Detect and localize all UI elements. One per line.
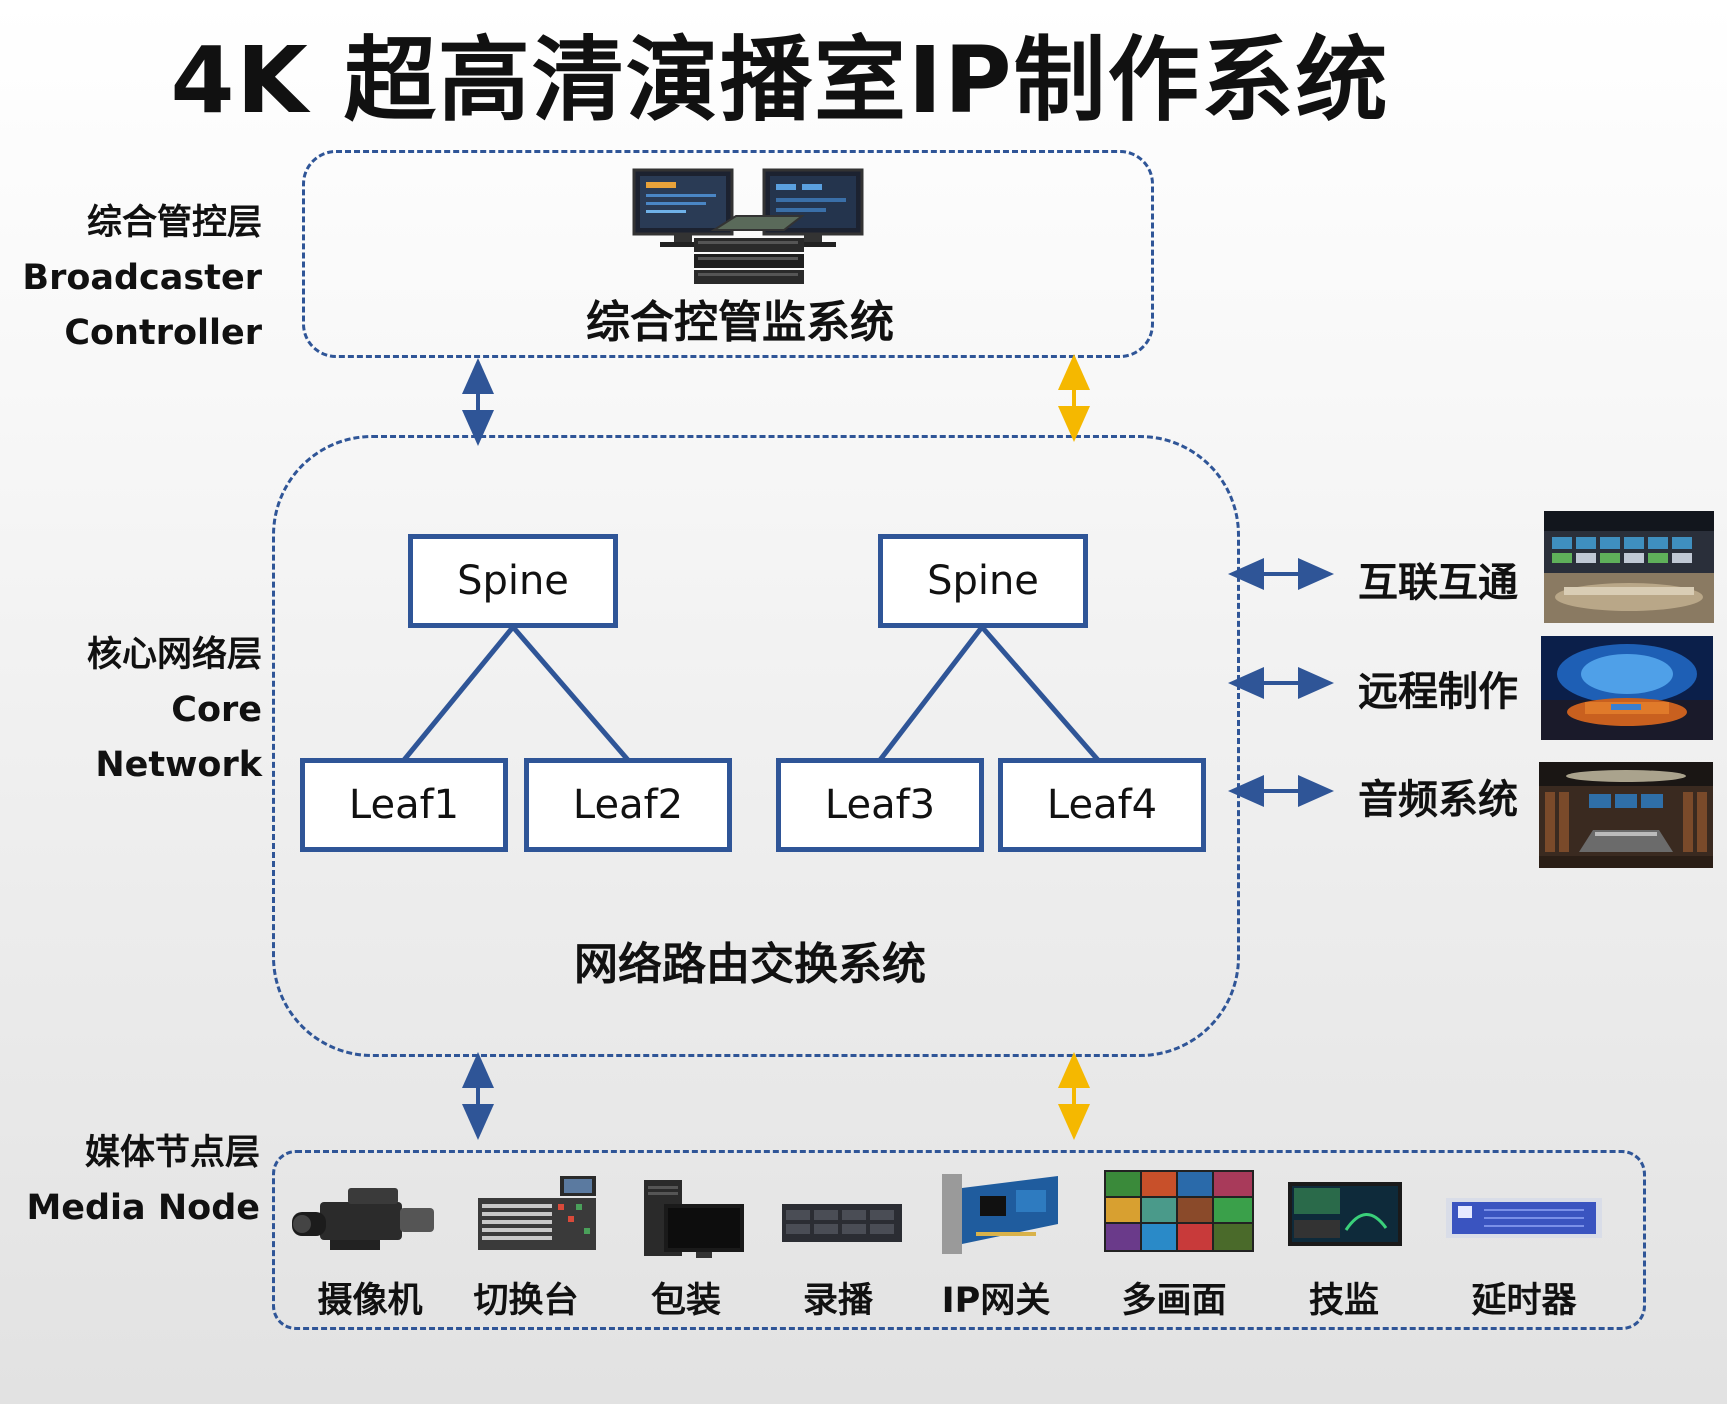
layer-label-control: 综合管控层 Broadcaster Controller [0,196,262,361]
layer-label-media: 媒体节点层 Media Node [0,1126,260,1236]
monitor-icon [1286,1180,1404,1248]
news-studio-photo [1541,636,1713,740]
layer-label-core-cn: 核心网络层 [86,635,262,675]
control-system-label: 综合控管监系统 [586,297,894,348]
gateway-card-icon [936,1170,1062,1258]
external-label-remote: 远程制作 [1358,669,1518,715]
leaf-node-2: Leaf2 [524,758,732,852]
layer-label-control-cn: 综合管控层 [86,203,262,243]
layer-label-media-cn: 媒体节点层 [84,1133,260,1173]
spine-node-1: Spine [408,534,618,628]
media-node-label-gateway: IP网关 [941,1281,1051,1321]
media-node-box [272,1150,1646,1330]
leaf-node-4: Leaf4 [998,758,1206,852]
media-node-label-switcher: 切换台 [473,1281,579,1321]
workstation-icon [642,1178,748,1260]
audio-studio-photo [1539,762,1713,868]
layer-label-control-en1: Broadcaster [22,258,262,298]
leaf-node-1: Leaf1 [300,758,508,852]
control-system-box [302,150,1154,358]
network-system-label: 网络路由交换系统 [574,939,926,990]
switcher-icon [476,1176,598,1252]
layer-label-core: 核心网络层 Core Network [0,628,262,793]
spine-node-2: Spine [878,534,1088,628]
media-node-label-graphics: 包装 [650,1281,721,1321]
layer-label-media-en: Media Node [26,1188,260,1228]
layer-label-control-en2: Controller [64,313,262,353]
external-label-interconnect: 互联互通 [1358,560,1518,606]
media-node-label-camera: 摄像机 [317,1281,423,1321]
media-node-label-delay: 延时器 [1471,1281,1577,1321]
network-system-box [272,435,1240,1057]
recorder-icon [780,1202,904,1244]
delay-unit-icon [1444,1196,1604,1240]
page-title: 4K 超高清演播室IP制作系统 [170,27,1390,134]
media-node-label-monitoring: 技监 [1308,1281,1379,1321]
camera-icon [290,1184,438,1254]
control-equipment-icon [632,168,864,286]
layer-label-core-en: Core Network [95,690,262,785]
external-label-audio: 音频系统 [1358,777,1518,823]
media-node-label-recorder: 录播 [802,1281,873,1321]
leaf-node-3: Leaf3 [776,758,984,852]
media-node-label-multiviewer: 多画面 [1121,1281,1227,1321]
multiviewer-icon [1104,1170,1254,1252]
control-room-photo [1544,511,1714,623]
